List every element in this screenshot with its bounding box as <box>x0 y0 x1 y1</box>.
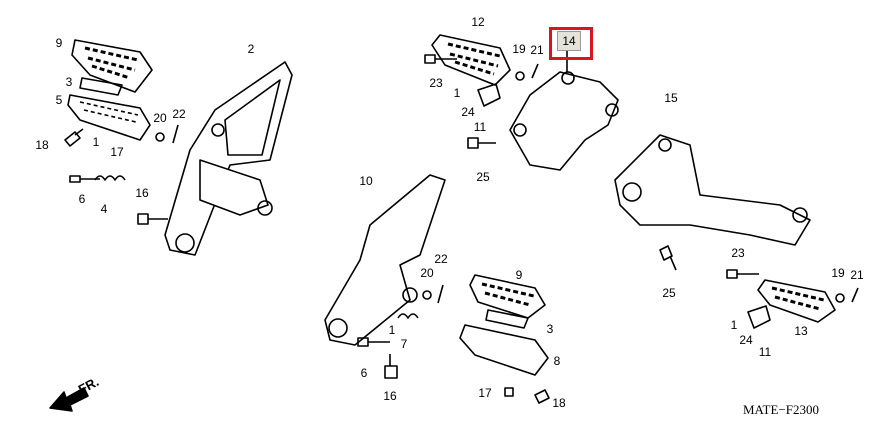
callout[interactable]: 23 <box>429 76 443 90</box>
pin-22-mid <box>437 284 444 304</box>
callout[interactable]: 10 <box>359 174 373 188</box>
bolt-6-mid <box>357 337 390 347</box>
callout[interactable]: 2 <box>247 42 255 56</box>
callout[interactable]: 21 <box>530 43 544 57</box>
plate-24-right <box>747 305 771 329</box>
pin-22-left <box>172 124 179 144</box>
callout[interactable]: 23 <box>731 246 745 260</box>
callout[interactable]: 19 <box>831 266 845 280</box>
bolt-18-mid <box>534 389 550 404</box>
callout[interactable]: 16 <box>135 186 149 200</box>
footpeg-rubber-mid <box>469 274 546 319</box>
bolt-16-left <box>137 213 168 225</box>
step-bracket-14 <box>509 71 619 171</box>
step-bracket-left <box>164 61 293 256</box>
callout[interactable]: 6 <box>78 192 86 206</box>
bolt-23-top <box>424 54 457 64</box>
callout[interactable]: 25 <box>476 170 490 184</box>
callout[interactable]: 22 <box>434 252 448 266</box>
callout[interactable]: 11 <box>473 120 487 134</box>
step-bracket-15 <box>614 134 811 246</box>
callout[interactable]: 4 <box>100 202 108 216</box>
bolt-16-mid <box>384 354 398 379</box>
callout[interactable]: 1 <box>453 86 461 100</box>
callout[interactable]: 15 <box>664 91 678 105</box>
bolt-25-right <box>659 245 677 271</box>
front-direction-arrow <box>49 387 89 412</box>
footpeg-rubber-left <box>71 39 153 93</box>
callout[interactable]: 16 <box>383 389 397 403</box>
callout[interactable]: 9 <box>55 36 63 50</box>
callout[interactable]: 24 <box>461 105 475 119</box>
footpeg-right <box>757 279 836 323</box>
washer-20-mid <box>422 290 432 300</box>
plate-left <box>79 77 123 96</box>
washer-20-left <box>155 132 165 142</box>
callout[interactable]: 21 <box>850 268 864 282</box>
callout[interactable]: 22 <box>172 107 186 121</box>
bolt-23-right <box>726 269 759 279</box>
callout[interactable]: 25 <box>662 286 676 300</box>
bolt-6-left <box>69 175 100 183</box>
bolt-17-mid <box>504 387 514 397</box>
callout[interactable]: 17 <box>110 145 124 159</box>
plate-3-mid <box>485 309 529 329</box>
callout[interactable]: 6 <box>360 366 368 380</box>
callout[interactable]: 7 <box>400 337 408 351</box>
callout[interactable]: 3 <box>65 75 73 89</box>
callout[interactable]: 18 <box>552 396 566 410</box>
callout[interactable]: 12 <box>471 15 485 29</box>
plate-24-top <box>477 83 501 107</box>
callout[interactable]: 9 <box>515 268 523 282</box>
callout[interactable]: 18 <box>35 138 49 152</box>
footpeg-left <box>67 94 151 141</box>
pin-21-right <box>851 287 859 303</box>
footpeg-right-rear <box>431 34 511 86</box>
callout[interactable]: 3 <box>546 322 554 336</box>
highlight-box-part-14 <box>549 27 593 60</box>
callout[interactable]: 20 <box>153 111 167 125</box>
callout[interactable]: 8 <box>553 354 561 368</box>
spring-left <box>94 175 126 181</box>
callout[interactable]: 11 <box>758 345 772 359</box>
bolt-25-top <box>467 137 496 149</box>
callout[interactable]: 19 <box>512 42 526 56</box>
step-bracket-10 <box>324 174 446 346</box>
washer-19-right <box>835 293 845 303</box>
callout[interactable]: 24 <box>739 333 753 347</box>
washer-19-top <box>515 71 525 81</box>
footpeg-mid <box>459 324 549 376</box>
callout[interactable]: 17 <box>478 386 492 400</box>
bolt-18-left <box>64 128 84 147</box>
spring-7 <box>397 313 419 319</box>
callout[interactable]: 13 <box>794 324 808 338</box>
pin-21-top <box>531 63 539 79</box>
callout[interactable]: 1 <box>388 323 396 337</box>
callout[interactable]: 1 <box>92 135 100 149</box>
diagram-code: MATE−F2300 <box>743 402 819 417</box>
callout[interactable]: 5 <box>55 93 63 107</box>
callout[interactable]: 1 <box>730 318 738 332</box>
callout[interactable]: 20 <box>420 266 434 280</box>
callout-14-highlighted[interactable]: 14 <box>557 31 581 51</box>
